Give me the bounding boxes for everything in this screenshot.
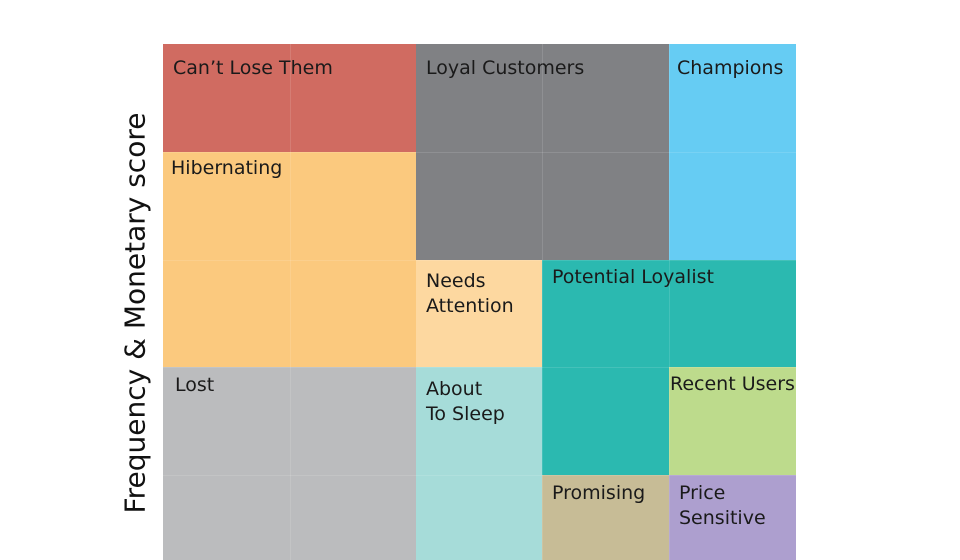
segment-promising: Promising (542, 475, 669, 560)
segment-label-about-to-sleep: About To Sleep (426, 378, 505, 425)
segment-label-potential-loyalist: Potential Loyalist (552, 266, 714, 288)
segment-label-cant-lose-them: Can’t Lose Them (173, 57, 333, 79)
segment-needs-attention: Needs Attention (416, 260, 542, 367)
segment-lost: Lost (163, 367, 416, 560)
segment-label-champions: Champions (677, 57, 784, 79)
segment-recent-users: Recent Users (669, 367, 796, 475)
segment-hibernating: Hibernating (163, 152, 416, 367)
segment-label-promising: Promising (552, 482, 646, 504)
segment-label-loyal-customers: Loyal Customers (426, 57, 585, 79)
segment-cant-lose-them: Can’t Lose Them (163, 44, 416, 152)
segment-price-sensitive: Price Sensitive (669, 475, 796, 560)
y-axis-label: Frequency & Monetary score (118, 112, 152, 514)
segment-label-price-sensitive: Price Sensitive (679, 482, 766, 529)
segment-label-recent-users: Recent Users (670, 373, 795, 395)
segment-champions: Champions (669, 44, 796, 260)
segment-label-needs-attention: Needs Attention (426, 270, 514, 317)
segment-about-to-sleep: About To Sleep (416, 367, 542, 560)
segment-loyal-customers: Loyal Customers (416, 44, 669, 260)
segment-label-hibernating: Hibernating (171, 157, 283, 179)
segment-label-lost: Lost (175, 374, 215, 396)
